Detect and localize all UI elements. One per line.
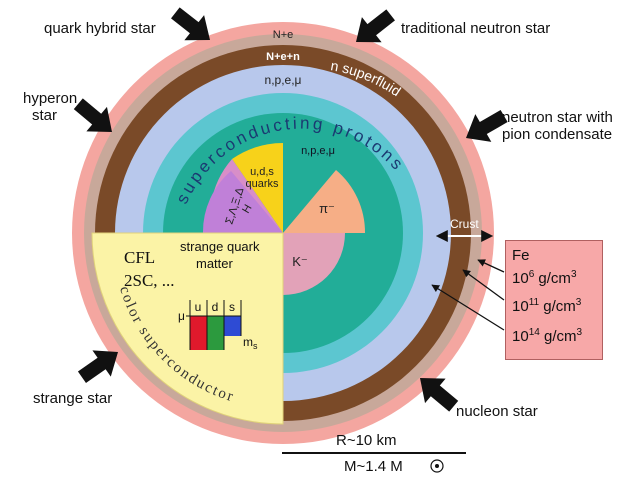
color-superconductor-quadrant [91,232,284,425]
hyperon-star-label-2: star [32,107,58,124]
2sc-label: 2SC, ... [124,271,175,290]
kaon-sector [283,233,345,295]
crust-density-box: Fe 106 g/cm3 1011 g/cm3 1014 g/cm3 [505,240,603,360]
solar-mass-dot [435,464,439,468]
hyperon-star-label-1: hyperon [23,90,78,107]
ms-label-sub: s [253,341,258,351]
nucleon-star-label: nucleon star [456,403,538,420]
pion-sector [283,170,366,233]
density-3-base: 10 [512,328,529,345]
density-1-base: 10 [512,270,529,287]
density-2-exp: 11 [528,297,540,308]
ms-label: ms [243,335,258,351]
neutron-pion-label-1: neutron star with [502,109,613,126]
flavor-d-label: d [212,300,219,314]
density-1-cube: 3 [570,269,577,280]
density-1-unit: g/cm [534,270,571,287]
radius-scale-line [282,452,466,454]
fe-label: Fe [512,247,530,264]
arrow-traditional [356,9,395,43]
density-pointer-1 [477,259,505,273]
quark-hybrid-star-label: quark hybrid star [44,20,156,37]
quark-bar-red [190,316,207,350]
density-3: 1014 g/cm3 [512,327,582,345]
quark-sector-lilac [202,171,283,233]
density-3-exp: 14 [528,327,540,338]
pion-label: π⁻ [319,201,335,216]
density-pointer-2 [462,269,505,301]
strange-quark-label-2: matter [196,256,234,271]
solar-mass-symbol [430,459,444,473]
density-1-exp: 6 [528,269,535,280]
quark-sector-gold [232,143,283,233]
cfl-label: CFL [124,248,155,267]
density-2-cube: 3 [575,297,582,308]
npe-outer-label: n,p,e,μ [265,73,302,87]
density-pointer-3 [431,284,505,331]
ms-label-main: m [243,335,253,349]
flavor-u-label: u [195,300,202,314]
arrow-strange-star [77,350,118,383]
quark-bar-green [207,316,224,350]
density-2-unit: g/cm [539,298,576,315]
density-3-unit: g/cm [539,328,577,345]
mass-label: M~1.4 M [344,458,403,475]
strange-star-label: strange star [33,390,113,407]
density-2: 1011 g/cm3 [512,297,581,315]
arrow-quark-hybrid [171,7,210,41]
ne-layer-label: N+e [273,29,294,41]
uds-label-1: u,d,s [250,166,274,178]
arrow-nucleon-star [420,378,459,412]
mu-label: μ [178,309,185,323]
kaon-label: K⁻ [292,254,308,269]
radius-label: R~10 km [336,432,397,449]
density-1: 106 g/cm3 [512,269,577,287]
quark-bar-blue [224,316,241,336]
neutron-pion-label-2: pion condensate [502,126,613,143]
npe-inner-label: n,p,e,μ [301,145,335,157]
traditional-neutron-star-label: traditional neutron star [401,20,551,37]
strange-quark-label-1: strange quark [180,239,260,254]
crust-label: Crust [450,217,479,231]
flavor-s-label: s [229,300,235,314]
density-2-base: 10 [512,298,529,315]
nen-layer-label: N+e+n [266,51,300,63]
arrow-hyperon [73,98,112,132]
arrow-pion-condensate [466,109,508,142]
density-3-cube: 3 [576,327,583,338]
uds-label-2: quarks [245,178,279,190]
